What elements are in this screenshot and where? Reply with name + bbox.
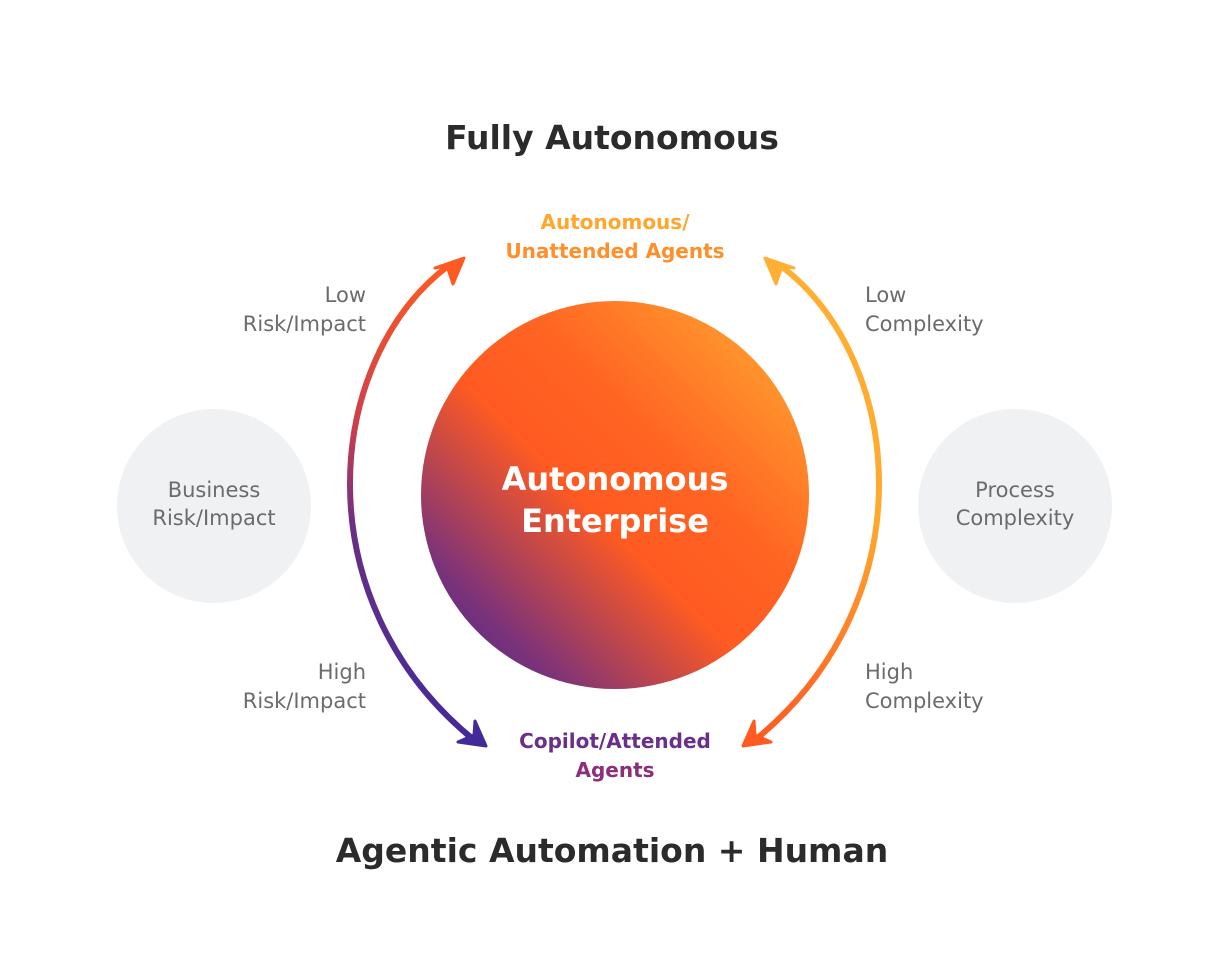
right-top-line2: Complexity [865, 312, 984, 336]
right-circle-line2: Complexity [955, 506, 1075, 530]
right-top-label: Low Complexity [865, 281, 984, 339]
right-top-line1: Low [865, 283, 907, 307]
bottom-mode-label: Copilot/Attended Agents [465, 727, 765, 785]
right-bottom-label: High Complexity [865, 658, 984, 716]
left-bottom-line1: High [317, 660, 366, 684]
arrowhead-up-left-icon [433, 256, 466, 286]
bottom-title: Agentic Automation + Human [335, 831, 889, 870]
top-mode-line2: Unattended Agents [505, 239, 725, 263]
arrowhead-down-right-icon [741, 719, 773, 748]
left-arc-arrow [347, 263, 477, 743]
left-circle-label: Business Risk/Impact [116, 476, 312, 532]
center-circle [421, 301, 809, 689]
center-line2: Enterprise [521, 502, 709, 540]
top-title: Fully Autonomous [445, 118, 779, 157]
left-bottom-label: High Risk/Impact [243, 658, 366, 716]
top-mode-label: Autonomous/ Unattended Agents [465, 208, 765, 266]
left-top-line2: Risk/Impact [242, 312, 366, 336]
right-circle-label: Process Complexity [917, 476, 1113, 532]
left-side-circle [117, 409, 311, 603]
right-bottom-line1: High [865, 660, 914, 684]
center-line1: Autonomous [501, 460, 729, 498]
right-arc-arrow [752, 263, 882, 743]
left-bottom-line2: Risk/Impact [242, 689, 366, 713]
arrowhead-down-left-icon [456, 719, 488, 748]
left-circle-line1: Business [167, 478, 261, 502]
arrowhead-up-right-icon [763, 256, 796, 286]
bottom-mode-line1: Copilot/Attended [519, 729, 711, 753]
left-circle-line2: Risk/Impact [152, 506, 276, 530]
top-mode-line1: Autonomous/ [540, 210, 690, 234]
left-top-label: Low Risk/Impact [243, 281, 366, 339]
bottom-mode-line2: Agents [575, 758, 655, 782]
left-top-line1: Low [324, 283, 366, 307]
right-side-circle [918, 409, 1112, 603]
right-circle-line1: Process [975, 478, 1055, 502]
right-bottom-line2: Complexity [865, 689, 984, 713]
center-label: Autonomous Enterprise [420, 458, 810, 542]
